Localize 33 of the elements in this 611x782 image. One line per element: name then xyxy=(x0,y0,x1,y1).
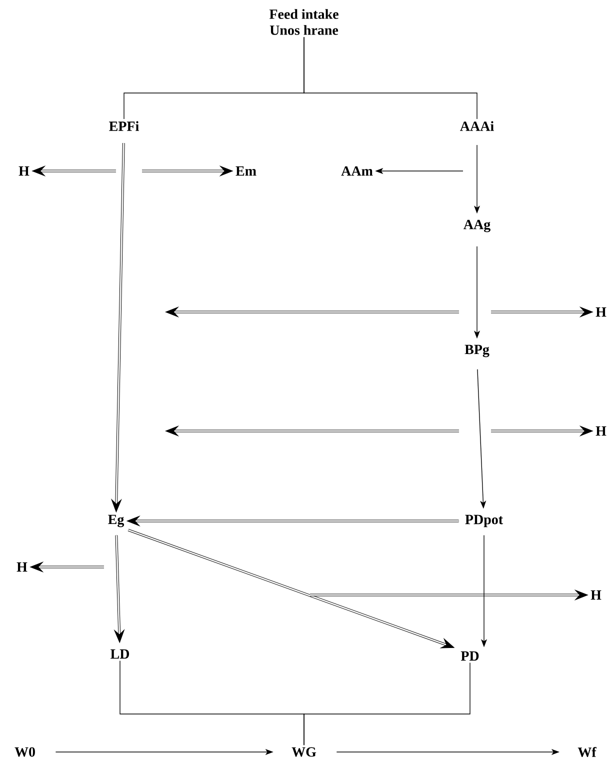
arrow xyxy=(491,426,593,436)
arrow xyxy=(165,426,459,436)
variable-label: EPFi xyxy=(109,121,139,131)
variable-label: Eg xyxy=(108,514,124,528)
arrow xyxy=(111,143,125,512)
variable-label: W0 xyxy=(14,747,35,757)
connector-line xyxy=(304,662,470,746)
variable-label: AAm xyxy=(341,166,373,176)
variable-label: AAAi xyxy=(460,121,494,131)
arrow xyxy=(32,166,116,176)
variable-label: H xyxy=(16,562,28,572)
arrow xyxy=(30,562,104,572)
variable-label: PDpot xyxy=(465,514,503,528)
arrow xyxy=(491,306,593,318)
variable-label: BPg xyxy=(464,344,490,358)
variable-label: WG xyxy=(292,747,316,757)
variable-label: PD xyxy=(460,651,479,661)
variable-label: Em xyxy=(236,166,256,176)
arrow xyxy=(114,535,124,643)
variable-label: H xyxy=(18,166,30,176)
connector-line xyxy=(304,36,478,120)
arrow xyxy=(128,528,454,648)
variable-label: H xyxy=(596,307,606,317)
arrow xyxy=(165,306,459,318)
heading-label: Feed intake Unos hrane xyxy=(269,9,338,35)
variable-label: Wf xyxy=(578,746,596,758)
variable-label: AAg xyxy=(464,220,490,232)
variable-label: H xyxy=(596,426,606,436)
arrow xyxy=(142,166,233,176)
arrow xyxy=(126,516,459,526)
variable-label: H xyxy=(590,590,602,600)
variable-label: LD xyxy=(110,649,130,659)
arrow xyxy=(310,590,588,600)
